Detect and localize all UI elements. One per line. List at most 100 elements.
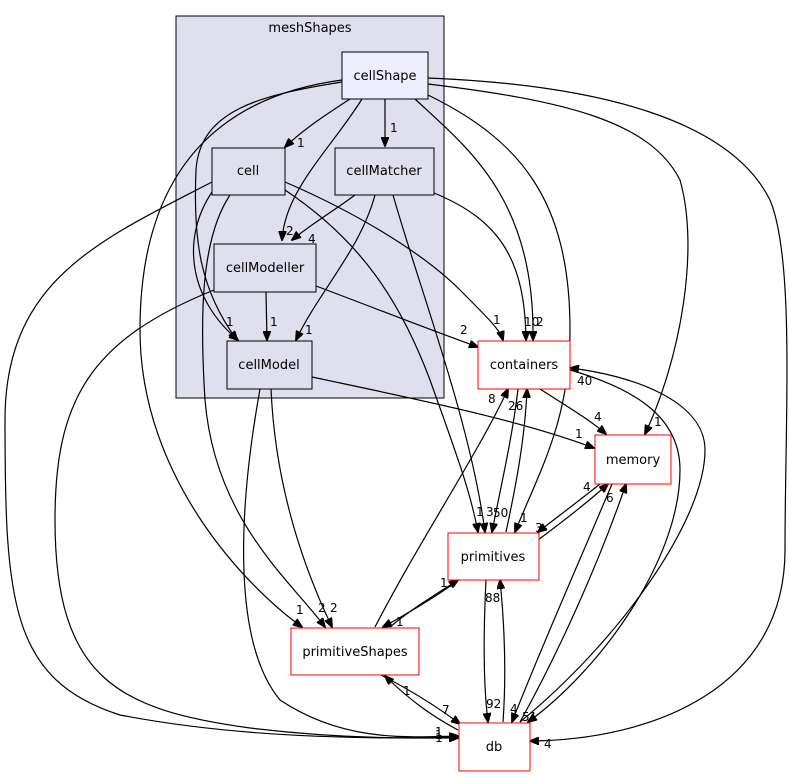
edge-db-primitives — [500, 580, 506, 723]
edge-memory-primitives — [538, 483, 601, 532]
label-cell-db: 1 — [435, 725, 443, 739]
edge-cellShape-primitiveShapes — [139, 79, 343, 627]
label-primitiveShapes-containers: 8 — [488, 392, 496, 406]
edge-cell-db — [4, 181, 458, 738]
label-memory-db: 4 — [510, 702, 518, 716]
cluster-label: meshShapes — [268, 21, 351, 36]
label-cellShape-cell: 1 — [297, 136, 305, 150]
label-cellModel-primitiveShapes: 2 — [330, 601, 338, 615]
edge-cellShape-primitives — [427, 94, 571, 532]
edge-cellShape-cell — [285, 98, 351, 147]
node-primitiveShapes[interactable]: primitiveShapes — [290, 627, 420, 676]
node-primitives[interactable]: primitives — [447, 532, 540, 581]
edge-memory-db — [512, 483, 613, 722]
edge-containers-db — [528, 369, 681, 722]
edge-cellMatcher-containers — [433, 192, 526, 340]
node-db[interactable]: db — [458, 722, 531, 772]
node-memory[interactable]: memory — [594, 434, 672, 485]
label-cellMatcher-containers: 10 — [524, 315, 539, 329]
edge-cellShape-cellModeller — [282, 98, 363, 240]
edge-cellShape-db — [427, 77, 788, 741]
node-cellModeller[interactable]: cellModeller — [213, 243, 317, 293]
edge-primitives-primitiveShapes — [383, 584, 453, 627]
node-label: db — [486, 740, 503, 755]
label-cellShape-containers: 2 — [536, 315, 544, 329]
node-label: memory — [606, 453, 661, 468]
label-containers-primitives: 50 — [493, 506, 508, 520]
edge-cellModeller-db — [54, 289, 458, 738]
node-label: primitives — [461, 550, 526, 565]
node-label: cellMatcher — [346, 164, 422, 179]
label-cellMatcher-cellModel: 1 — [305, 323, 313, 337]
node-box — [290, 627, 420, 676]
node-box — [213, 243, 317, 293]
label-cellShape-db: 4 — [544, 737, 552, 751]
label-cellShape-primitiveShapes: 1 — [296, 603, 304, 617]
label-cellShape-cellModeller: 2 — [286, 224, 294, 238]
node-cellShape[interactable]: cellShape — [341, 51, 429, 100]
edge-primitiveShapes-containers — [374, 389, 508, 628]
node-containers[interactable]: containers — [477, 340, 571, 390]
edge-primitives-containers — [505, 389, 527, 533]
label-cellModel-memory: 1 — [575, 427, 583, 441]
edge-containers-primitives — [492, 388, 519, 532]
label-db-primitiveShapes: 1 — [403, 684, 411, 698]
label-primitives-primitiveShapes: 1 — [396, 615, 404, 629]
edge-cellModeller-cellModel — [266, 291, 267, 340]
label-cellShape-memory: 1 — [654, 415, 662, 429]
edge-db-primitiveShapes — [385, 676, 459, 731]
label-cell-containers: 1 — [493, 313, 501, 327]
edge-cell-primitiveShapes — [201, 194, 325, 627]
edge-cell-cellModel — [193, 191, 238, 340]
label-cellModeller-cellModel: 1 — [270, 315, 278, 329]
label-cellModeller-db: 1 — [435, 731, 443, 745]
node-cellMatcher[interactable]: cellMatcher — [334, 147, 435, 196]
edge-labels: 1 1 2 4 1 1 1 2 1 10 2 4 1 1 40 8 26 1 3… — [226, 121, 662, 751]
node-label: cell — [237, 164, 259, 179]
node-box — [447, 532, 540, 581]
node-box — [458, 722, 531, 772]
label-cellShape-cellMatcher: 1 — [390, 121, 398, 135]
label-db-primitives: 88 — [485, 591, 500, 605]
label-cell-cellModel: 1 — [226, 315, 234, 329]
label-primitives-containers: 26 — [508, 399, 523, 413]
edge-cell-primitives — [284, 189, 478, 532]
label-containers-memory: 4 — [594, 410, 602, 424]
edge-cellMatcher-primitives — [392, 194, 485, 532]
label-primitives-db: 92 — [486, 697, 501, 711]
label-cellMatcher-cellModeller: 4 — [308, 232, 316, 246]
node-label: cellModel — [238, 358, 299, 373]
node-label: containers — [490, 358, 559, 373]
edge-cellModel-db — [243, 388, 458, 737]
edge-db-memory — [519, 484, 626, 723]
edge-cellShape-memory — [427, 83, 689, 434]
edge-containers-memory — [539, 388, 606, 434]
label-containers-db: 51 — [522, 710, 537, 724]
node-box — [341, 51, 429, 100]
label-memory-primitives: 3 — [535, 521, 543, 535]
edge-primitiveShapes-primitives — [389, 580, 458, 628]
edge-db-containers — [519, 368, 706, 723]
edge-cell-containers — [284, 181, 503, 340]
edge-cellMatcher-cellModeller — [292, 194, 356, 240]
edge-cellModel-memory — [311, 376, 594, 448]
edge-primitives-memory — [537, 484, 608, 541]
edge-cellModeller-containers — [315, 285, 478, 347]
edges — [4, 77, 788, 741]
node-label: cellModeller — [226, 261, 305, 276]
node-label: cellShape — [353, 69, 416, 84]
node-box — [594, 434, 672, 485]
edge-primitives-db — [484, 579, 488, 722]
label-cell-primitives: 1 — [476, 505, 484, 519]
node-box — [211, 147, 286, 196]
edge-cellModel-primitiveShapes — [270, 388, 332, 627]
label-primitives-memory: 4 — [583, 480, 591, 494]
label-cell-primitiveShapes: 2 — [318, 601, 326, 615]
node-cell[interactable]: cell — [211, 147, 286, 196]
edge-cellShape-containers — [414, 98, 533, 340]
edge-cellMatcher-cellModel — [296, 194, 376, 340]
label-cellModel-db: 1 — [435, 728, 443, 742]
node-box — [226, 340, 313, 390]
node-cellModel[interactable]: cellModel — [226, 340, 313, 390]
